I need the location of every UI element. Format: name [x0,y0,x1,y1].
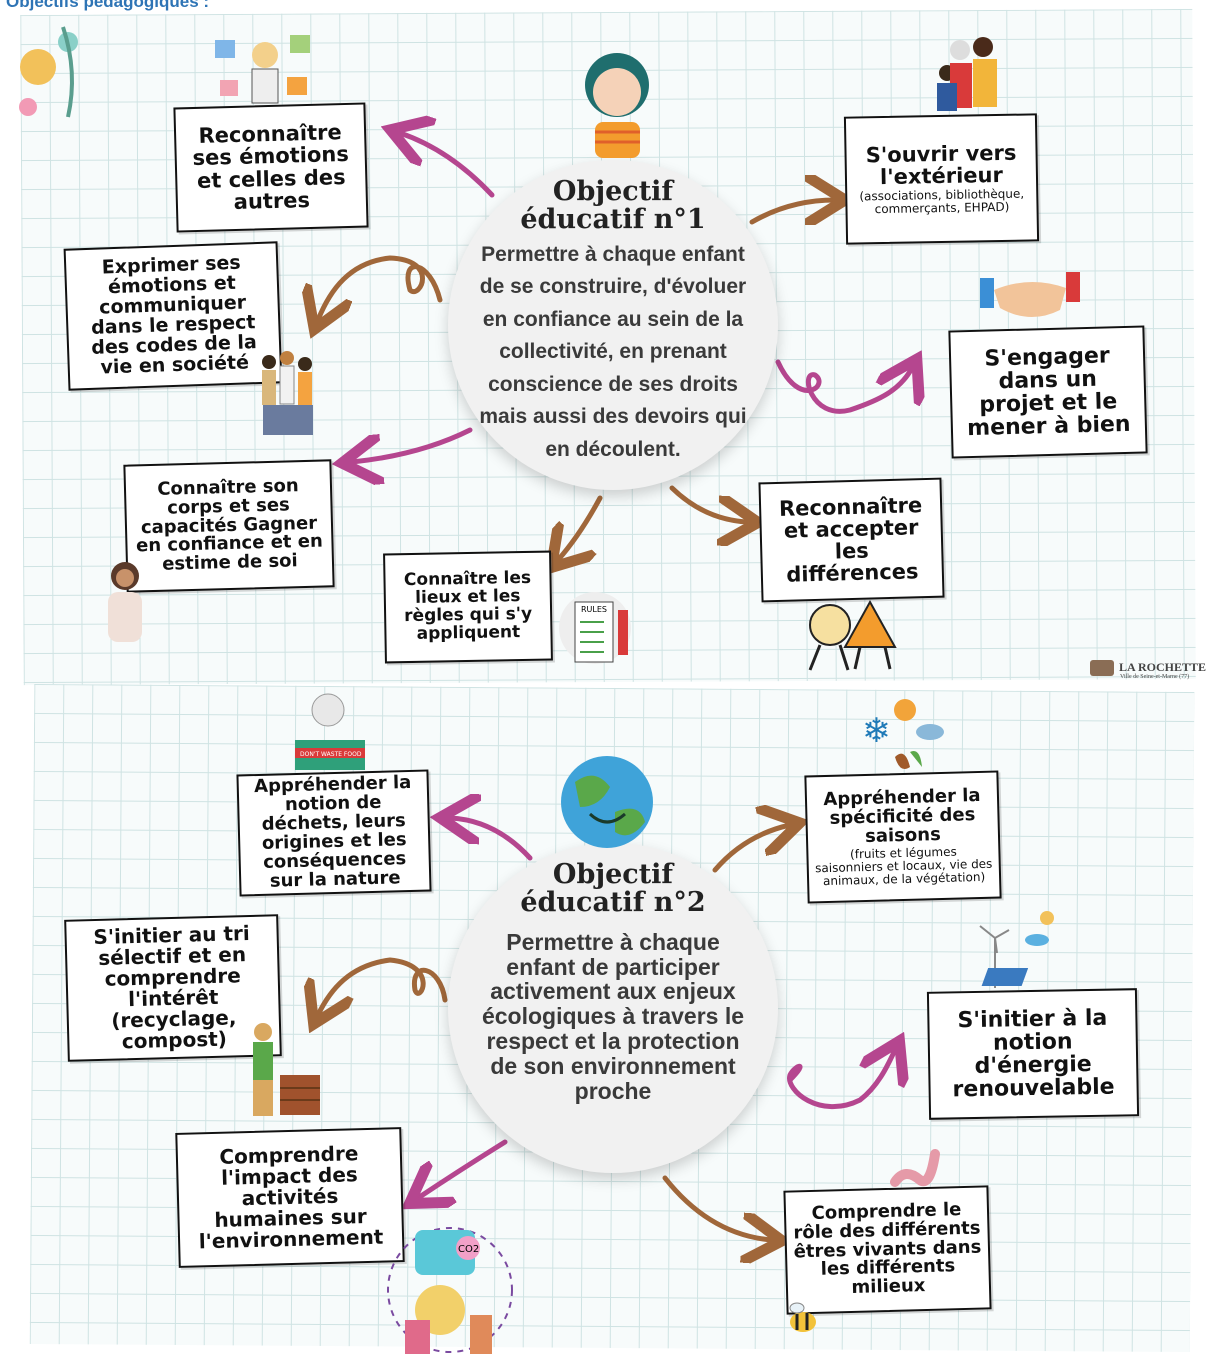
emotions-character-illustration [215,35,315,105]
objective-2-subtitle: éducatif n°2 [520,887,706,919]
self-hug-illustration [98,560,153,645]
box-connaitre-corps: Connaître son corps et ses capacités Gag… [123,459,335,593]
objective-1-circle: Objectif éducatif n°1 Permettre à chaque… [448,160,778,490]
box-impact-activites: Comprendre l'impact des activités humain… [175,1127,405,1268]
objective-2-body: Permettre à chaque enfant de participer … [481,928,745,1104]
box-sublabel: (associations, bibliothèque, commerçants… [859,187,1025,217]
shapes-characters-illustration [795,597,910,672]
logo-name: LA ROCHETTE [1119,660,1207,674]
pollution-factory-illustration: CO2 [380,1210,520,1354]
objective-2-circle: Objectif éducatif n°2 Permettre à chaque… [448,843,778,1173]
box-label: Exprimer ses émotions et communiquer dan… [90,251,258,379]
co2-label: CO2 [458,1244,479,1255]
box-label: S'ouvrir vers l'extérieur [865,141,1017,190]
box-label: Connaître son corps et ses capacités Gag… [135,474,324,576]
objective-1-body: Permettre à chaque enfant de se construi… [479,242,747,461]
food-sign-label: DON'T WASTE FOOD [300,751,362,758]
box-exprimer-emotions: Exprimer ses émotions et communiquer dan… [63,241,283,391]
objective-1-title: Objectif [552,176,674,207]
box-energie-renouvelable: S'initier à la notion d'énergie renouvel… [926,988,1140,1120]
la-rochette-logo: LA ROCHETTE Ville de Seine-et-Marne (77) [1090,660,1206,680]
objective-2-title: Objectif [552,859,674,890]
box-specificite-saisons: Appréhender la spécificité des saisons (… [804,770,1002,904]
box-label: Reconnaître ses émotions et celles des a… [192,120,350,214]
box-label: Comprendre le rôle des différents êtres … [793,1198,982,1299]
box-connaitre-lieux: Connaître les lieux et les règles qui s'… [383,550,553,664]
smiling-earth-illustration [555,752,660,852]
handshake-illustration [980,270,1080,330]
girl-stretching-illustration [570,40,665,160]
gardener-illustration [245,1020,325,1120]
box-etres-vivants: Comprendre le rôle des différents êtres … [783,1185,992,1315]
seasons-weather-illustration: ❄ [860,692,950,777]
logo-subtitle: Ville de Seine-et-Marne (77) [1120,674,1190,681]
rules-sign-label: RULES [581,605,607,614]
box-label: S'initier à la notion d'énergie renouvel… [952,1005,1115,1103]
box-ouvrir-exterieur: S'ouvrir vers l'extérieur (associations,… [843,113,1040,245]
worm-illustration [890,1142,945,1192]
box-label: Appréhender la notion de déchets, leurs … [253,772,412,892]
svg-text:❄: ❄ [862,711,891,751]
floral-doodle-illustration [8,12,93,120]
box-label: Reconnaître et accepter les différences [778,493,923,587]
friends-group-illustration [255,350,320,440]
box-sublabel: (fruits et légumes saisonniers et locaux… [814,845,993,888]
town-crest-icon [1090,660,1114,677]
renewable-energy-illustration [975,908,1060,993]
box-engager-projet: S'engager dans un projet et le mener à b… [948,325,1148,459]
box-label: Connaître les lieux et les règles qui s'… [403,568,533,644]
family-illustration [935,35,1010,115]
objective-1-subtitle: éducatif n°1 [520,204,706,236]
page-header: Objectifs pédagogiques : [6,0,210,11]
box-reconnaitre-emotions: Reconnaître ses émotions et celles des a… [173,102,369,233]
rules-board-illustration: RULES [550,590,640,665]
box-label: Appréhender la spécificité des saisons [823,784,981,847]
bee-illustration [783,1300,823,1336]
box-label: S'initier au tri sélectif et en comprend… [93,920,251,1054]
box-reconnaitre-differences: Reconnaître et accepter les différences [758,477,945,603]
box-notion-dechets: Appréhender la notion de déchets, leurs … [236,769,432,897]
compost-bin-illustration: DON'T WASTE FOOD [290,688,370,773]
box-label: Comprendre l'impact des activités humain… [198,1141,384,1254]
box-label: S'engager dans un projet et le mener à b… [966,343,1131,442]
